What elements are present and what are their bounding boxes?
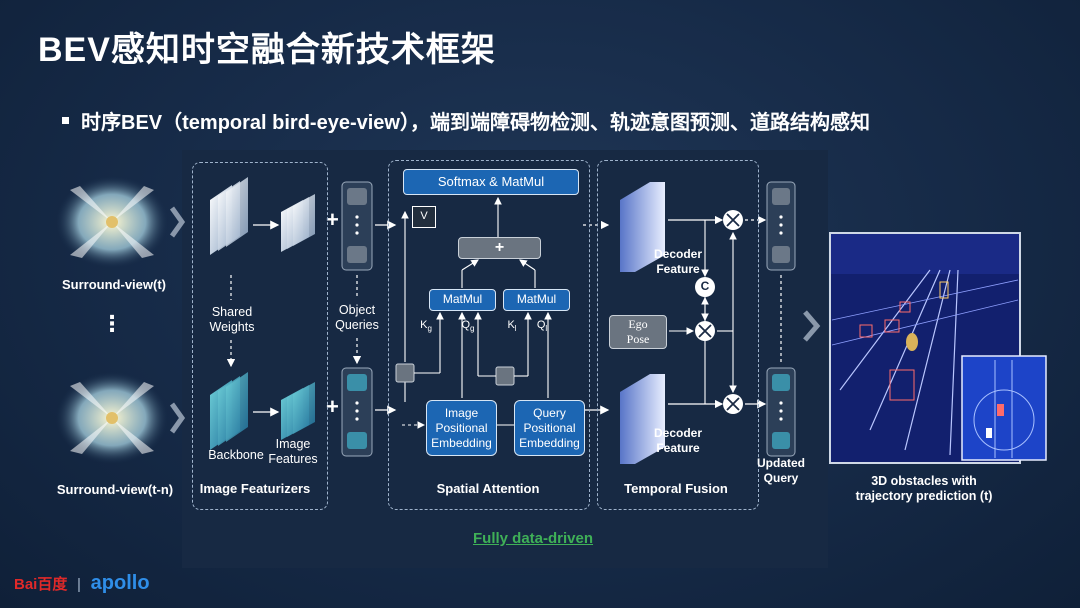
- matmul-right-node: MatMul: [503, 289, 570, 311]
- ql-label: Ql: [536, 319, 548, 334]
- logo-divider: |: [76, 576, 82, 593]
- surround-view-t-image: [56, 176, 186, 268]
- object-queries-bottom: [341, 367, 373, 457]
- surround-view-t-label: Surround-view(t): [62, 277, 166, 292]
- bullet-item: 时序BEV（temporal bird-eye-view），端到端障碍物检测、轨…: [62, 106, 870, 135]
- brand-logo: Bai百度 | apollo: [14, 572, 150, 595]
- fully-data-driven-label: Fully data-driven: [473, 530, 594, 547]
- feature-stack-top: [210, 177, 315, 255]
- feature-stack-bottom: [210, 372, 315, 450]
- svg-text:+: +: [326, 394, 339, 419]
- qg-label: Qg: [461, 319, 475, 334]
- decoder-slab-bottom: [620, 374, 665, 464]
- baidu-logo: Bai百度: [14, 576, 68, 593]
- surround-view-t-n-label: Surround-view(t-n): [56, 482, 174, 497]
- image-featurizers-title: Image Featurizers: [199, 481, 311, 496]
- matmul-left-node: MatMul: [429, 289, 496, 311]
- surround-view-t-n-image: [56, 372, 186, 464]
- temporal-fusion-group: [597, 160, 759, 510]
- apollo-logo: apollo: [90, 572, 150, 594]
- concat-label: C: [700, 279, 710, 293]
- spatial-attention-title: Spatial Attention: [436, 481, 540, 496]
- ego-pose-node: Ego Pose: [609, 315, 667, 349]
- decoder-slab-top: [620, 182, 665, 272]
- bullet-text: 时序BEV（temporal bird-eye-view），端到端障碍物检测、轨…: [81, 112, 870, 134]
- shared-weights-label: Shared Weights: [209, 305, 255, 334]
- softmax-matmul-node: Softmax & MatMul: [403, 169, 579, 195]
- updated-query-bottom: [766, 367, 796, 457]
- output-label: 3D obstacles with trajectory prediction …: [855, 474, 993, 503]
- output-chevron-icon: [803, 310, 821, 342]
- image-positional-embedding-node: Image Positional Embedding: [426, 400, 497, 456]
- image-features-label: Image Features: [268, 437, 318, 466]
- multiply-mid-icon: [695, 321, 715, 341]
- object-queries-top: [341, 181, 373, 271]
- updated-query-top: [766, 181, 796, 271]
- query-positional-embedding-node: Query Positional Embedding: [514, 400, 585, 456]
- kl-label: Kl: [507, 319, 517, 334]
- ellipsis-vertical: ⋮: [101, 311, 123, 336]
- slide-title: BEV感知时空融合新技术框架: [38, 31, 496, 69]
- kg-label: Kg: [420, 319, 432, 334]
- add-node: +: [458, 237, 541, 259]
- output-scene-image: [829, 232, 1047, 464]
- multiply-bottom-icon: [723, 394, 743, 414]
- object-queries-label: Object Queries: [335, 303, 379, 332]
- image-featurizers-group: [192, 162, 328, 510]
- svg-text:+: +: [326, 207, 339, 232]
- spatial-attention-group: [388, 160, 590, 510]
- bullet-square-icon: [62, 117, 69, 125]
- value-node: V: [412, 206, 436, 228]
- concat-circle-icon: [695, 277, 715, 297]
- backbone-label: Backbone: [208, 448, 264, 462]
- multiply-top-icon: [723, 210, 743, 230]
- decoder-feature-top-label: Decoder Feature: [653, 247, 703, 276]
- decoder-feature-bottom-label: Decoder Feature: [653, 426, 703, 455]
- updated-query-label: Updated Query: [757, 456, 805, 485]
- temporal-fusion-title: Temporal Fusion: [624, 481, 728, 496]
